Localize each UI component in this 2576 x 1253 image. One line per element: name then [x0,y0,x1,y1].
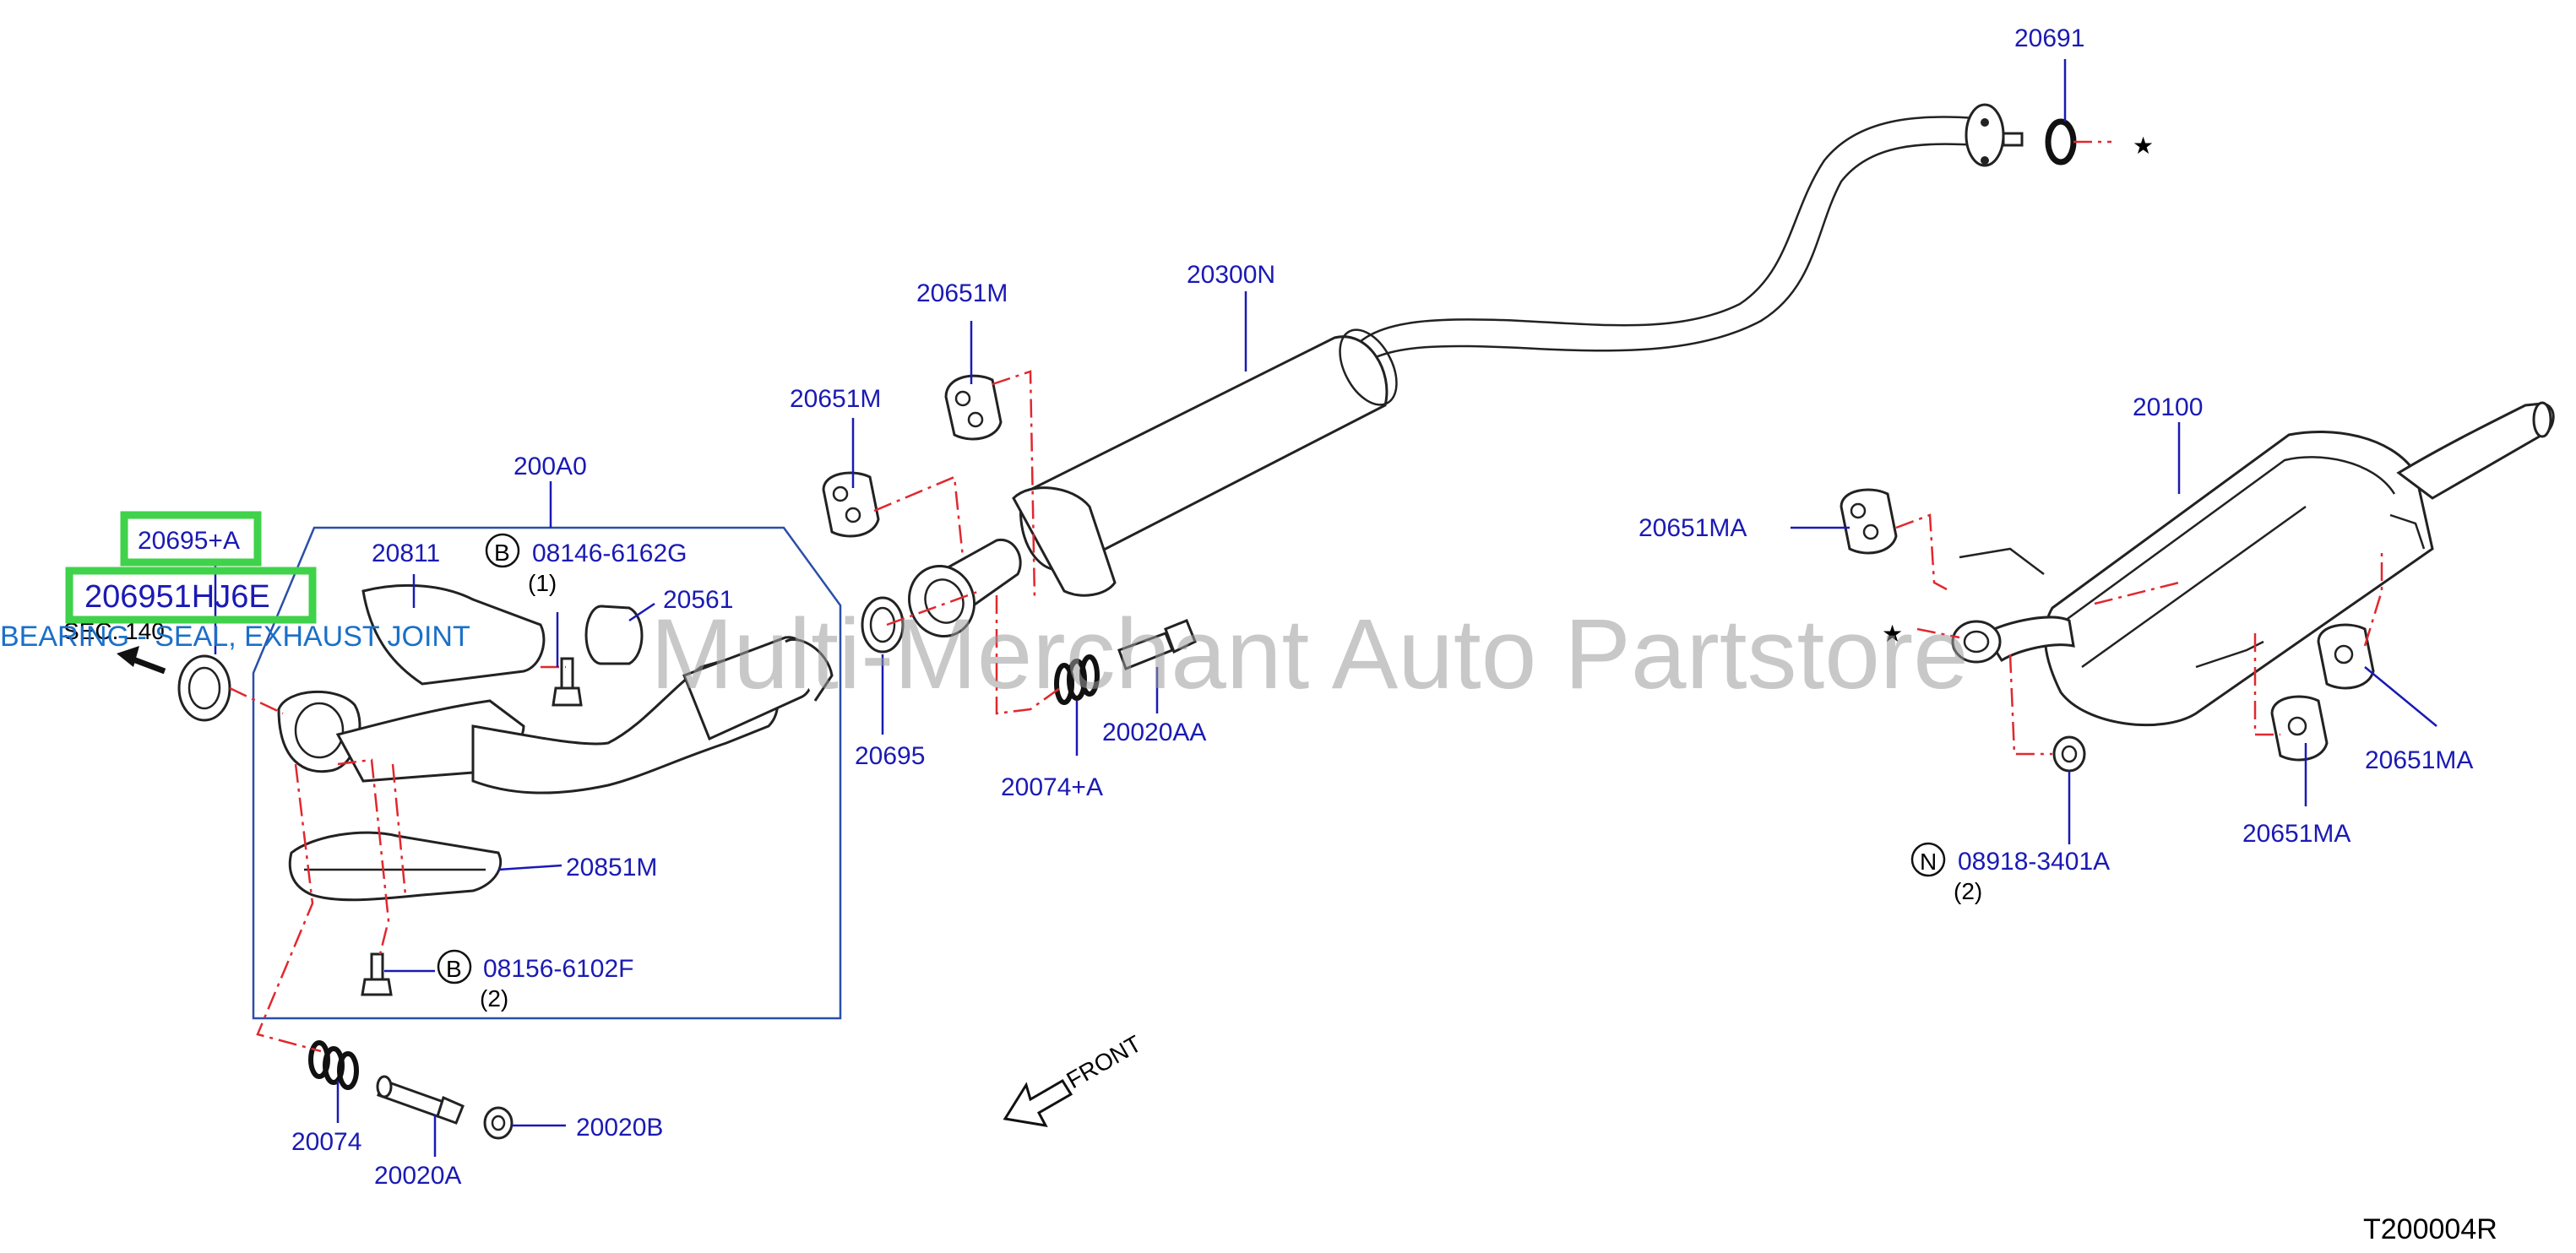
spring-20074[interactable] [308,1040,359,1090]
assembly-line [992,370,1036,600]
leader-line [2364,666,2437,727]
center-pipe-20300N[interactable] [899,103,2024,645]
part-label-20851M[interactable]: 20851M [566,854,657,881]
assembly-line [2363,549,2383,647]
nut-n-symbol-icon [1910,842,1946,877]
catalytic-converter-assembly[interactable] [277,583,834,902]
hanger-rubber-20651M-lower[interactable] [822,471,880,538]
bolt-b-symbol-text: B [494,540,510,566]
part-label-08156-6102F[interactable]: 08156-6102F [483,955,633,983]
front-arrow-icon [1003,1078,1073,1127]
bolt-20020A[interactable] [376,1075,465,1125]
assembly-line [337,758,390,955]
hanger-rubber-20651MA-lower[interactable] [2270,695,2329,762]
hanger-rubber-20651M-upper[interactable] [944,374,1003,441]
part-label-200A0[interactable]: 200A0 [514,453,587,480]
part-label-20691[interactable]: 20691 [2014,24,2084,52]
seal-ring-20695A[interactable] [177,654,231,722]
part-label-20020A[interactable]: 20020A [374,1162,461,1190]
part-label-20100[interactable]: 20100 [2133,393,2203,421]
part-label-20651M-lower[interactable]: 20651M [790,385,881,413]
part-label-20561[interactable]: 20561 [663,586,733,614]
highlight-primary-part[interactable]: 20695+A [138,527,240,555]
part-label-20651MA-upper[interactable]: 20651MA [1639,514,1747,542]
quantity-08156: (2) [480,985,508,1012]
highlight-box-primary [120,511,262,567]
bolt-b-symbol-text: B [446,956,462,982]
gasket-20691[interactable] [2045,118,2077,165]
part-label-20651MA-right[interactable]: 20651MA [2365,746,2473,774]
bolt-20020AA[interactable] [1117,619,1197,670]
quantity-08918: (2) [1954,878,1982,904]
assembly-line [886,589,981,626]
assembly-line [1916,627,1960,639]
hanger-rubber-20651MA-upper[interactable] [1840,488,1898,555]
assembly-line [229,686,284,715]
seal-ring-20695[interactable] [861,596,905,654]
assembly-line [2253,633,2280,736]
assembly-line [2008,654,2052,756]
assembly-line [256,763,322,1053]
assembly-frame-200A0 [252,526,842,1020]
selected-part-description: BEARING - SEAL, EXHAUST JOINT [0,621,470,653]
assembly-line [995,595,1061,715]
assembly-line [873,475,965,558]
highlight-box-selected [65,567,317,624]
nut-n-symbol-text: N [1920,849,1937,875]
bolt-08156-6102F[interactable] [361,952,393,996]
bolt-b-symbol-icon [485,533,520,568]
spring-20074A[interactable] [1054,654,1100,705]
part-label-20695[interactable]: 20695 [855,742,925,770]
bolt-08146-6162G[interactable] [552,657,583,707]
assembly-line [391,763,407,896]
clamp-20561[interactable] [584,605,644,665]
part-label-20074[interactable]: 20074 [291,1128,361,1156]
part-label-20651MA-lower[interactable]: 20651MA [2242,820,2350,848]
nut-20020B[interactable] [483,1106,514,1140]
highlight-selected-part[interactable]: 206951HJ6E [84,579,270,615]
part-label-20811[interactable]: 20811 [372,540,440,567]
hanger-rubber-20651MA-right[interactable] [2317,623,2375,690]
part-label-20020AA[interactable]: 20020AA [1102,719,1206,746]
watermark: Multi-Merchant Auto Partstore [650,599,1969,710]
part-label-20651M-upper[interactable]: 20651M [916,279,1008,307]
quantity-08146: (1) [528,570,557,596]
assembly-line [1895,513,1948,591]
star-symbol: ★ [2133,133,2154,159]
nut-08918-3401A[interactable] [2052,735,2086,773]
leader-line [497,864,562,871]
part-label-20300N[interactable]: 20300N [1187,261,1275,289]
part-label-20020B[interactable]: 20020B [576,1114,663,1142]
assembly-line [2094,581,2180,605]
star-symbol: ★ [1882,621,1903,647]
part-label-20074A[interactable]: 20074+A [1001,773,1103,801]
part-label-08146-6162G[interactable]: 08146-6162G [532,540,687,567]
diagram-code: T200004R [2363,1213,2497,1245]
bolt-b-symbol-icon [437,949,472,984]
sec-140-arrow-icon [117,646,166,675]
part-label-08918-3401A[interactable]: 08918-3401A [1958,848,2110,876]
rear-muffler-20100[interactable] [1951,401,2555,727]
front-label: FRONT [1062,1030,1146,1093]
leader-line [628,602,655,622]
